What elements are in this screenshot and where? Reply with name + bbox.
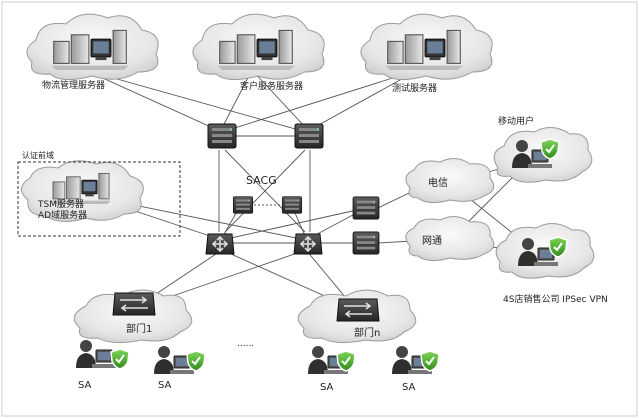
deptn-sa-label-1: SA — [320, 382, 334, 393]
sacg-device-right — [281, 196, 303, 214]
dept1-cloud — [73, 289, 193, 344]
telecom-cloud — [405, 158, 495, 204]
sacg-device-left — [232, 196, 254, 214]
dealer-vpn-label: 4S店销售公司 IPSec VPN — [503, 293, 608, 305]
netcom-label: 网通 — [422, 235, 442, 247]
deptn-sa-label-2: SA — [402, 382, 416, 393]
customer-server-label: 客户服务服务器 — [240, 80, 303, 92]
egress-firewall-netcom — [352, 231, 380, 255]
auth-domain-box — [17, 161, 181, 237]
ad-server-label: AD域服务器 — [38, 209, 87, 221]
test-server-label: 测试服务器 — [392, 82, 437, 94]
mobile-user-label: 移动用户 — [498, 115, 534, 127]
dept1-sa-label-1: SA — [78, 380, 92, 391]
logistics-server-label: 物流管理服务器 — [42, 79, 105, 91]
dept1-switch — [112, 292, 156, 316]
dept1-sa-user-1 — [75, 339, 117, 369]
core-firewall-left — [207, 123, 237, 149]
core-router-right — [293, 233, 323, 255]
dept1-sa-label-2: SA — [158, 380, 172, 391]
core-router-left — [205, 233, 235, 255]
telecom-label: 电信 — [428, 176, 448, 189]
dept-ellipsis: ...... — [237, 339, 254, 349]
sacg-label: SACG — [246, 174, 277, 187]
deptn-label: 部门n — [354, 326, 380, 339]
deptn-switch — [336, 298, 380, 322]
dept1-label: 部门1 — [126, 322, 152, 335]
core-firewall-right — [294, 123, 324, 149]
netcom-cloud — [405, 216, 495, 262]
egress-firewall-telecom — [352, 196, 380, 220]
auth-domain-label: 认证前域 — [22, 150, 54, 160]
tsm-server-label: TSM服务器 — [37, 198, 84, 210]
